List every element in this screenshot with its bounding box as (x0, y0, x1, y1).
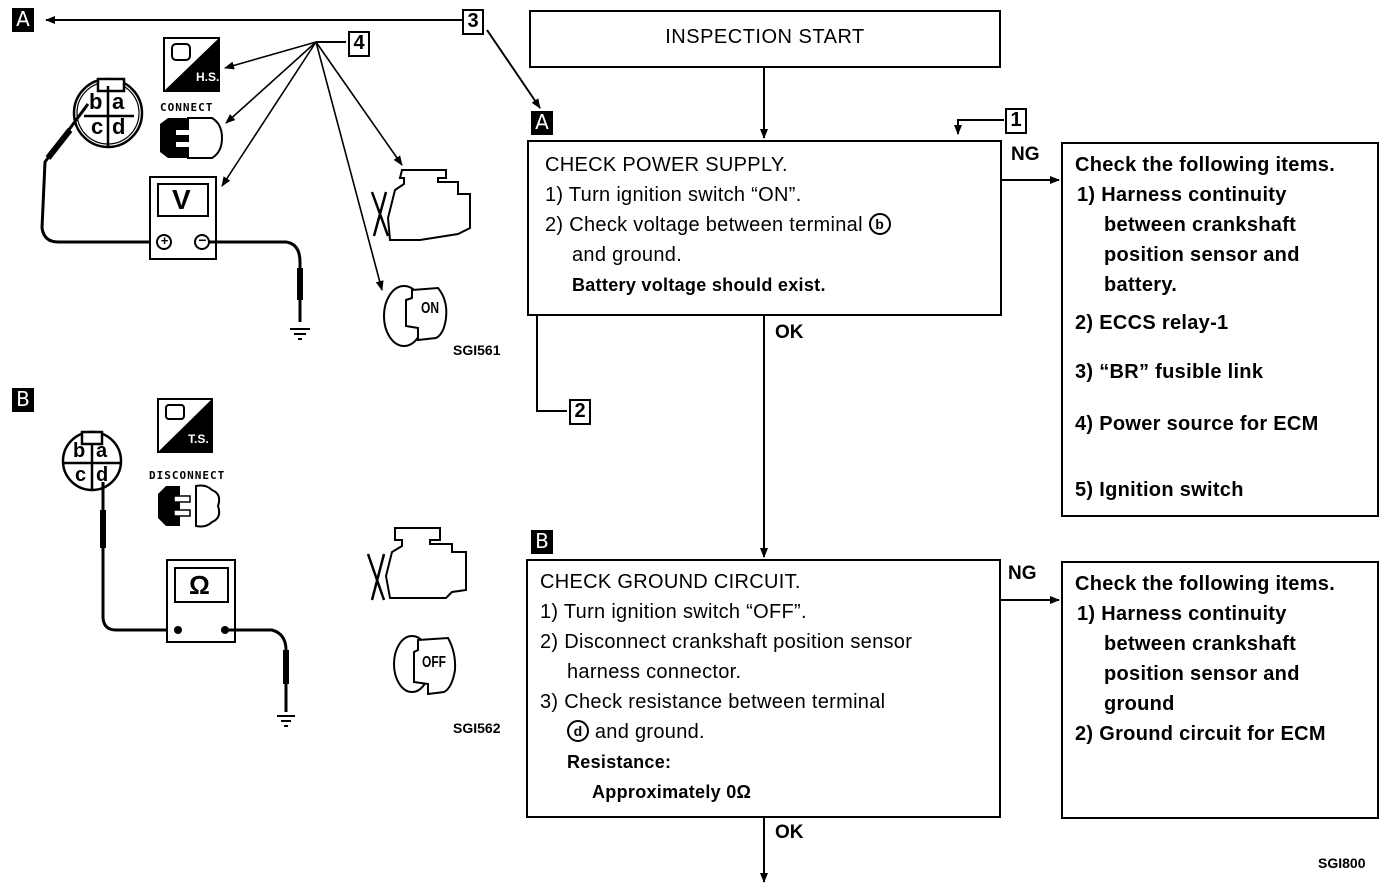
marker-a-flow: A (531, 111, 553, 135)
ng-a-item1-l1: 1) Harness continuity (1077, 184, 1287, 206)
terminal-d-a: d (112, 114, 126, 139)
terminal-a-a: a (112, 89, 125, 114)
step-a-line3: and ground. (572, 244, 683, 266)
engine-icon-a (370, 169, 471, 241)
step-a-line1: 1) Turn ignition switch “ON”. (545, 184, 802, 206)
ng-b-item1-l2: between crankshaft (1104, 633, 1297, 655)
connect-label: CONNECT (160, 101, 214, 114)
probe-tip-a (45, 128, 73, 160)
step-b-line2: 2) Disconnect crankshaft position sensor (540, 631, 913, 653)
terminal-b-a: b (89, 89, 103, 114)
leader-3-to-a-flow (486, 29, 541, 109)
step-b-line4: 3) Check resistance between terminal (540, 691, 886, 713)
step-b-line1: 1) Turn ignition switch “OFF”. (540, 601, 807, 623)
probe-wire-a (40, 103, 152, 244)
engine-icon-b (366, 527, 467, 601)
step-a-title: CHECK POWER SUPPLY. (545, 154, 788, 176)
ts-badge-drawing (157, 398, 213, 453)
hs-badge-label: H.S. (196, 70, 220, 84)
ok-label-b: OK (775, 822, 804, 843)
ng-a-item1-l4: battery. (1104, 274, 1178, 296)
ref-marker-2: 2 (569, 399, 591, 425)
marker-b-flow: B (531, 530, 553, 554)
ng-b-header: Check the following items. (1075, 573, 1336, 595)
leader-1 (954, 119, 1004, 135)
inspection-start-label: INSPECTION START (665, 26, 865, 48)
ng-a-item2: 2) ECCS relay-1 (1075, 312, 1229, 334)
terminal-d-b: d (96, 464, 109, 486)
ignition-off-label: OFF (422, 654, 446, 671)
ng-b-item1-l3: position sensor and (1104, 663, 1300, 685)
ng-a-item5: 5) Ignition switch (1075, 479, 1244, 501)
hs-badge-drawing (163, 37, 220, 92)
ng-a-item1-l3: position sensor and (1104, 244, 1300, 266)
probe-wire-b (101, 482, 176, 632)
terminal-c-b: c (75, 464, 87, 486)
connect-icon-drawing (160, 117, 224, 159)
minus-terminal: − (198, 232, 207, 248)
ground-circuit-ng-box: Check the following items. 1) Harness co… (1061, 561, 1379, 819)
ground-wire-a (209, 240, 302, 322)
connector-b-drawing (61, 430, 123, 492)
step-b-line5-text: and ground. (594, 721, 705, 743)
step-b-spec-value: Approximately 0Ω (592, 782, 752, 802)
ng-label-a: NG (1011, 144, 1040, 165)
inspection-start-box: INSPECTION START (529, 10, 1001, 68)
ground-symbol-a (290, 328, 310, 340)
figure-code-sgi561: SGI561 (453, 342, 501, 358)
terminal-a-b: a (96, 440, 108, 462)
voltmeter-a (149, 176, 217, 260)
terminal-b-circle: b (868, 213, 891, 235)
ref-marker-1: 1 (1005, 108, 1027, 134)
step-b-line3: harness connector. (567, 661, 742, 683)
step-a-line2-text: 2) Check voltage between terminal (545, 214, 863, 236)
ng-b-item1-l4: ground (1104, 693, 1175, 715)
terminal-c-a: c (91, 114, 104, 139)
ok-label-a: OK (775, 322, 804, 343)
step-b-title: CHECK GROUND CIRCUIT. (540, 571, 801, 593)
disconnect-icon-drawing (158, 484, 221, 528)
ignition-on-label: ON (421, 300, 439, 317)
step-b-spec-label: Resistance: (567, 752, 672, 772)
ng-label-b: NG (1008, 563, 1037, 584)
ignition-key-on-drawing (383, 285, 448, 347)
step-b-line5: d and ground. (540, 717, 999, 747)
figure-code-sgi562: SGI562 (453, 720, 501, 736)
disconnect-label: DISCONNECT (149, 469, 226, 482)
ref-marker-4: 4 (348, 31, 370, 57)
step-a-line2: 2) Check voltage between terminal b (545, 210, 1000, 240)
check-power-supply-box: CHECK POWER SUPPLY. 1) Turn ignition swi… (527, 140, 1002, 316)
ohmmeter-b (166, 559, 236, 643)
ohmmeter-terminal-left (174, 626, 182, 634)
ng-a-item1-l2: between crankshaft (1104, 214, 1297, 236)
ground-wire-b (225, 628, 288, 712)
ref-marker-3: 3 (462, 9, 484, 35)
meter-symbol-ohm: Ω (189, 570, 210, 600)
ng-b-item1-l1: 1) Harness continuity (1077, 603, 1287, 625)
terminal-b-b: b (73, 440, 86, 462)
ground-symbol-b (277, 715, 295, 727)
plus-terminal: + (160, 233, 169, 248)
ts-badge-label: T.S. (188, 432, 209, 446)
ng-a-header: Check the following items. (1075, 154, 1336, 176)
marker-a-left: A (12, 8, 34, 32)
check-ground-circuit-box: CHECK GROUND CIRCUIT. 1) Turn ignition s… (526, 559, 1001, 818)
leaders-from-4 (221, 41, 403, 291)
meter-symbol-v: V (172, 184, 191, 215)
connector-a-drawing (72, 77, 144, 149)
step-a-spec: Battery voltage should exist. (572, 275, 826, 295)
ng-a-item3: 3) “BR” fusible link (1075, 361, 1264, 383)
ng-a-item4: 4) Power source for ECM (1075, 413, 1319, 435)
power-supply-ng-box: Check the following items. 1) Harness co… (1061, 142, 1379, 517)
terminal-d-circle: d (567, 720, 589, 742)
ignition-key-off-drawing (393, 635, 457, 696)
figure-code-sgi800: SGI800 (1318, 855, 1366, 871)
ng-b-item2: 2) Ground circuit for ECM (1075, 723, 1326, 745)
marker-b-left: B (12, 388, 34, 412)
